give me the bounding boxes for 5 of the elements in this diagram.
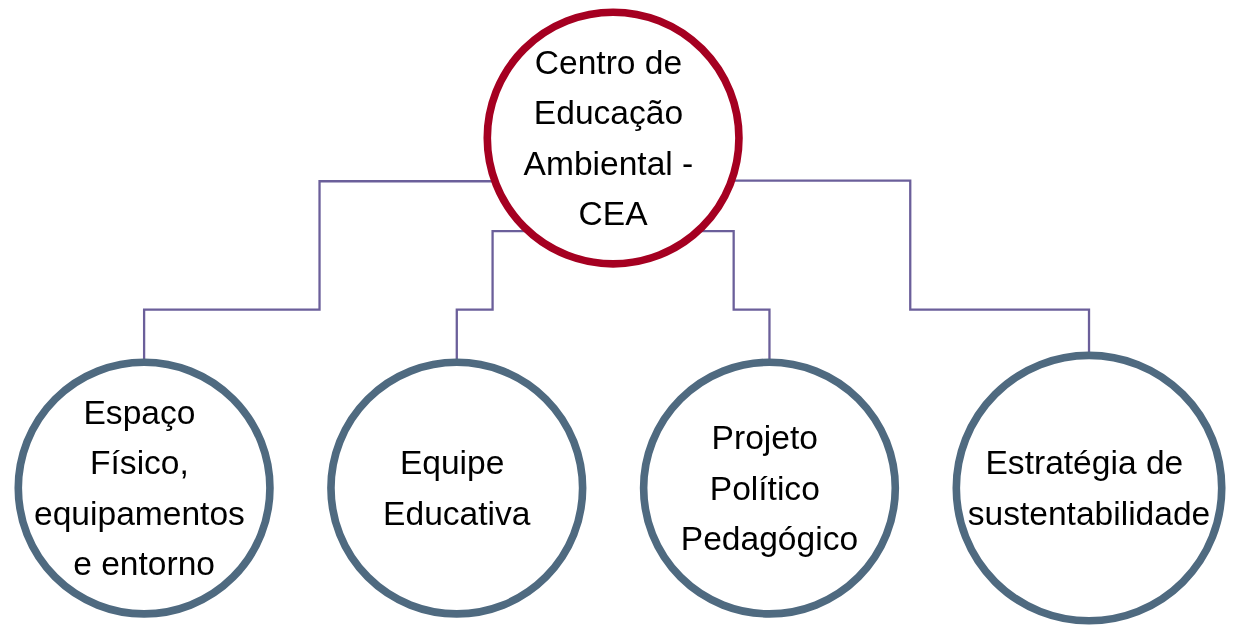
node-circle: Centro de Educação Ambiental - CEA xyxy=(483,8,743,268)
node-circle: Espaço Físico, equipamentos e entorno xyxy=(14,358,274,618)
node-circle: Projeto Político Pedagógico xyxy=(639,358,900,618)
node-circle: Equipe Educativa xyxy=(327,358,587,618)
node-circle: Estratégia de sustentabilidade xyxy=(952,351,1226,625)
